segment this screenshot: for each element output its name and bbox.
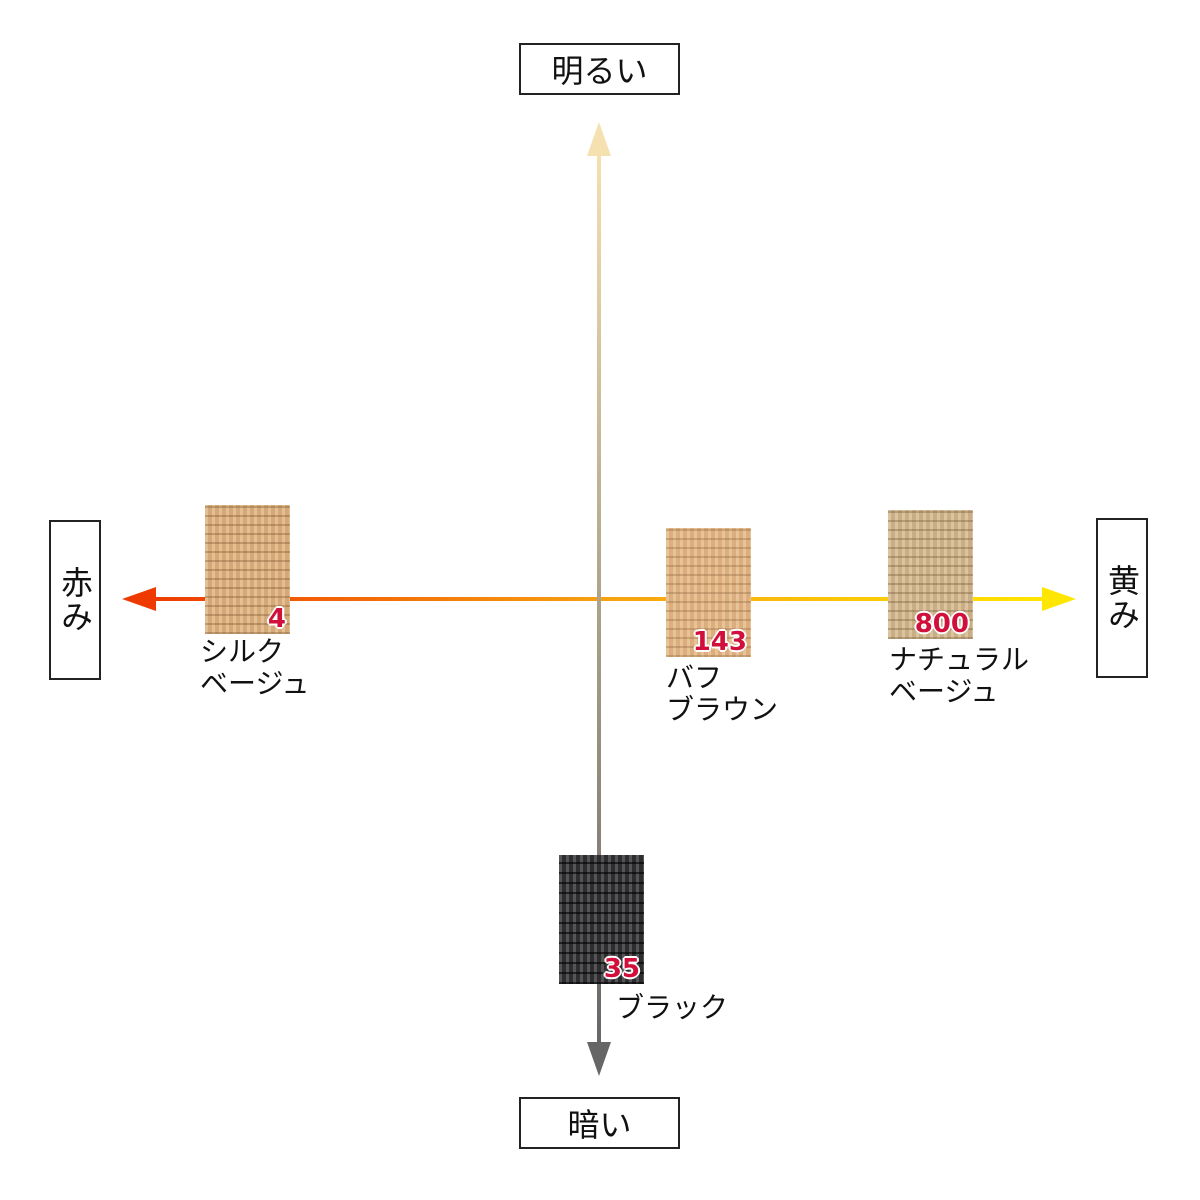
swatch-number: 800 xyxy=(914,609,969,640)
vertical-axis xyxy=(597,150,601,1050)
axis-label-dark: 暗い xyxy=(519,1097,680,1149)
axis-label-yellowish: 黄み xyxy=(1096,518,1148,678)
swatch-silk-beige: 4 xyxy=(205,505,290,634)
swatch-number: 35 xyxy=(603,954,640,985)
right-arrowhead xyxy=(1042,587,1076,611)
swatch-name: ブラック xyxy=(616,992,728,1024)
top-arrowhead xyxy=(587,122,611,156)
bottom-arrowhead xyxy=(587,1042,611,1076)
name-line: ベージュ xyxy=(200,667,310,700)
swatch-buff-brown: 143 xyxy=(666,528,751,657)
swatch-natural-beige: 800 xyxy=(888,510,973,639)
swatch-name: シルクベージュ xyxy=(200,636,309,700)
swatch-black: 35 xyxy=(559,855,644,984)
swatch-number: 143 xyxy=(692,627,747,658)
swatch-name: ナチュラルベージュ xyxy=(889,644,1029,708)
name-line: ブラウン xyxy=(666,693,779,726)
left-arrowhead xyxy=(122,587,156,611)
name-line: ベージュ xyxy=(889,675,999,708)
name-line: シルク xyxy=(200,635,285,668)
name-line: ブラック xyxy=(616,991,729,1024)
name-line: バフ xyxy=(666,661,723,694)
axis-label-bright: 明るい xyxy=(519,43,680,95)
axis-label-reddish: 赤み xyxy=(49,520,101,680)
name-line: ナチュラル xyxy=(889,643,1030,676)
swatch-number: 4 xyxy=(267,604,286,635)
swatch-name: バフブラウン xyxy=(666,662,778,726)
